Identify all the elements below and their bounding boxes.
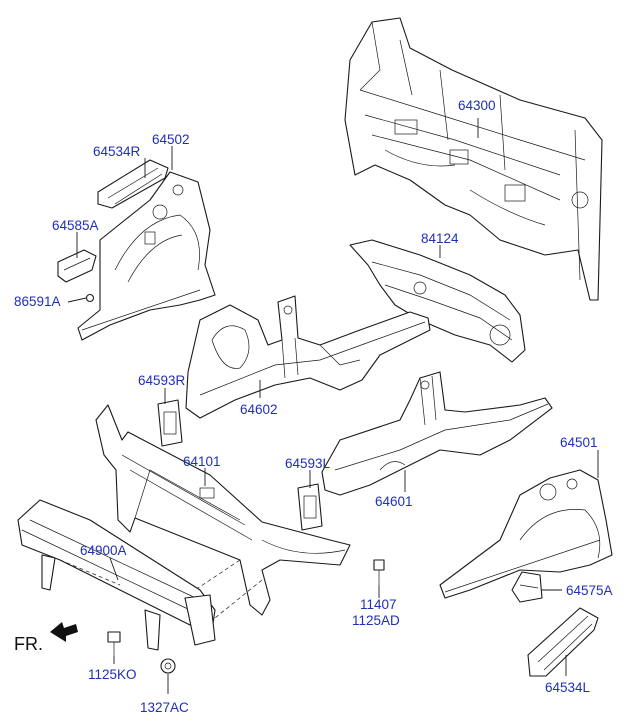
nut-1327AC-part <box>160 658 176 674</box>
part-label-64602: 64602 <box>240 402 278 417</box>
insulator-part <box>349 239 526 363</box>
side-member-lh-part <box>321 371 553 496</box>
plate-64593L-part <box>297 483 323 531</box>
part-label-64534L: 64534L <box>545 680 591 695</box>
part-label-1125KO: 1125KO <box>88 667 137 682</box>
part-label-64101: 64101 <box>183 454 221 469</box>
bolt-11407-part <box>373 559 385 586</box>
bolt-1125KO-part <box>107 631 121 656</box>
part-labels: 64300 84124 64534R 64502 64585A 86591A 6… <box>14 98 613 715</box>
bracket-64534L-part <box>527 607 599 677</box>
part-label-1327AC: 1327AC <box>140 700 189 715</box>
part-label-1125AD: 1125AD <box>352 613 400 628</box>
bumper-beam-part <box>17 499 216 651</box>
front-direction-marker: FR. <box>14 622 78 654</box>
dash-panel-part <box>344 17 603 301</box>
part-label-64593R: 64593R <box>138 373 186 388</box>
bracket-64585A-part <box>57 249 97 283</box>
arrow-forward-icon <box>50 622 78 642</box>
plate-64593R-part <box>157 399 183 447</box>
part-label-64501: 64501 <box>560 435 598 450</box>
part-label-64502: 64502 <box>152 132 190 147</box>
part-label-64575A: 64575A <box>566 583 613 598</box>
part-label-64601: 64601 <box>375 494 413 509</box>
part-label-64593L: 64593L <box>285 456 331 471</box>
part-label-64534R: 64534R <box>93 144 141 159</box>
side-member-rh-part <box>185 295 431 419</box>
part-label-84124: 84124 <box>421 231 459 246</box>
part-label-11407: 11407 <box>360 597 397 612</box>
part-label-64300: 64300 <box>458 98 496 113</box>
clip-86591A-part <box>85 293 95 303</box>
part-label-64585A: 64585A <box>52 218 99 233</box>
fender-apron-lh-part <box>439 469 613 599</box>
leader-lines <box>67 118 599 694</box>
bracket-64575A-part <box>511 571 543 603</box>
fender-apron-rh-part <box>77 171 216 341</box>
part-label-64900A: 64900A <box>80 543 127 558</box>
bracket-64534R-part <box>97 159 169 209</box>
part-label-86591A: 86591A <box>14 294 61 309</box>
front-direction-label: FR. <box>14 634 43 654</box>
radiator-support-part <box>95 404 351 619</box>
